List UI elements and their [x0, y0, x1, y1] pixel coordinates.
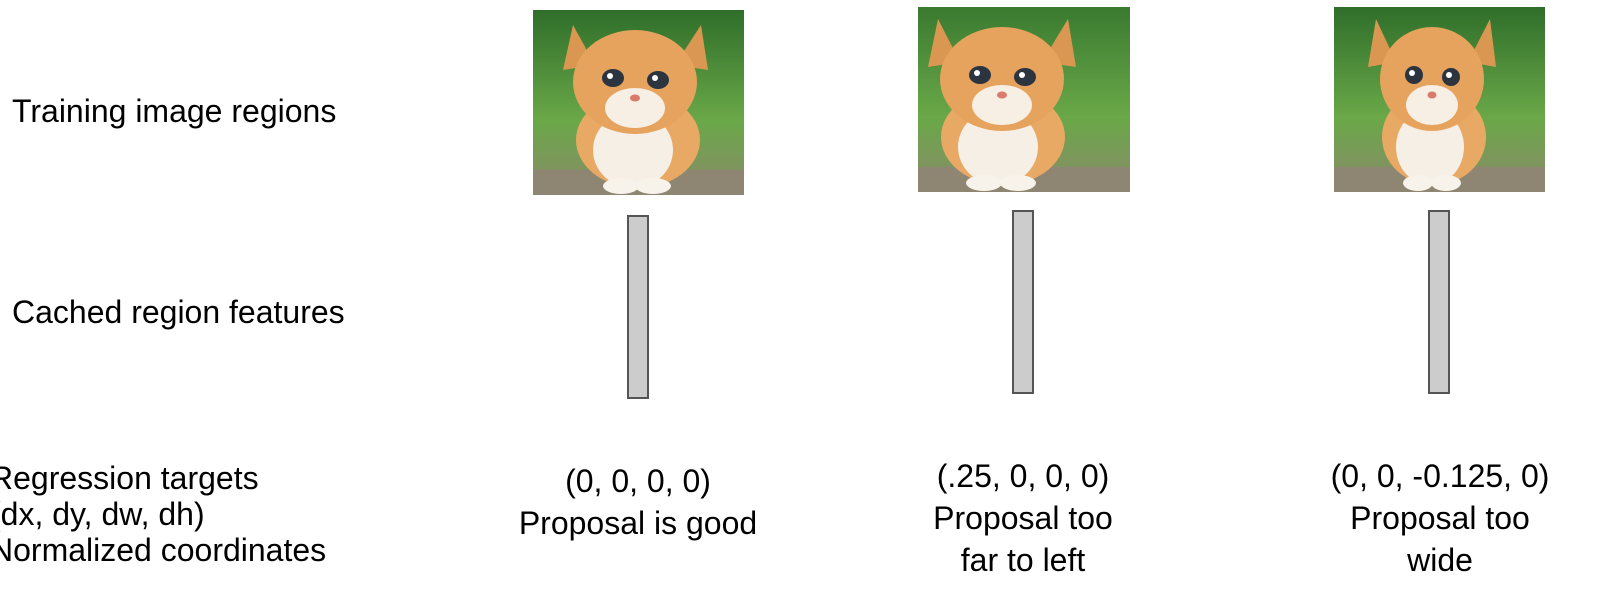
- target-desc-2-line1: Proposal too: [933, 500, 1113, 536]
- feature-vector-bar-2: [1012, 210, 1034, 394]
- row-label-regression-targets: Regression targets (dx, dy, dw, dh) Norm…: [0, 460, 326, 568]
- row-label-cached-region-features: Cached region features: [12, 294, 345, 330]
- regression-targets-line2: (dx, dy, dw, dh): [0, 496, 205, 532]
- feature-vector-bar-1: [627, 215, 649, 399]
- target-values-3: (0, 0, -0.125, 0): [1330, 458, 1550, 494]
- kitten-image-2: [918, 7, 1130, 192]
- target-column-2: (.25, 0, 0, 0) Proposal too far to left: [873, 455, 1173, 581]
- regression-targets-line1: Regression targets: [0, 460, 259, 496]
- target-column-3: (0, 0, -0.125, 0) Proposal too wide: [1290, 455, 1590, 581]
- feature-vector-bar-3: [1428, 210, 1450, 394]
- target-column-1: (0, 0, 0, 0) Proposal is good: [488, 460, 788, 544]
- target-desc-3-line1: Proposal too: [1350, 500, 1530, 536]
- regression-targets-line3: Normalized coordinates: [0, 532, 327, 568]
- target-values-2: (.25, 0, 0, 0): [936, 458, 1110, 494]
- target-desc-3-line2: wide: [1407, 542, 1473, 578]
- target-desc-2-line2: far to left: [960, 542, 1086, 578]
- target-values-1: (0, 0, 0, 0): [565, 463, 711, 499]
- row-label-training-image-regions: Training image regions: [12, 93, 337, 129]
- target-desc-1-line1: Proposal is good: [518, 505, 758, 541]
- kitten-image-3: [1334, 7, 1545, 192]
- kitten-image-1: [533, 10, 744, 195]
